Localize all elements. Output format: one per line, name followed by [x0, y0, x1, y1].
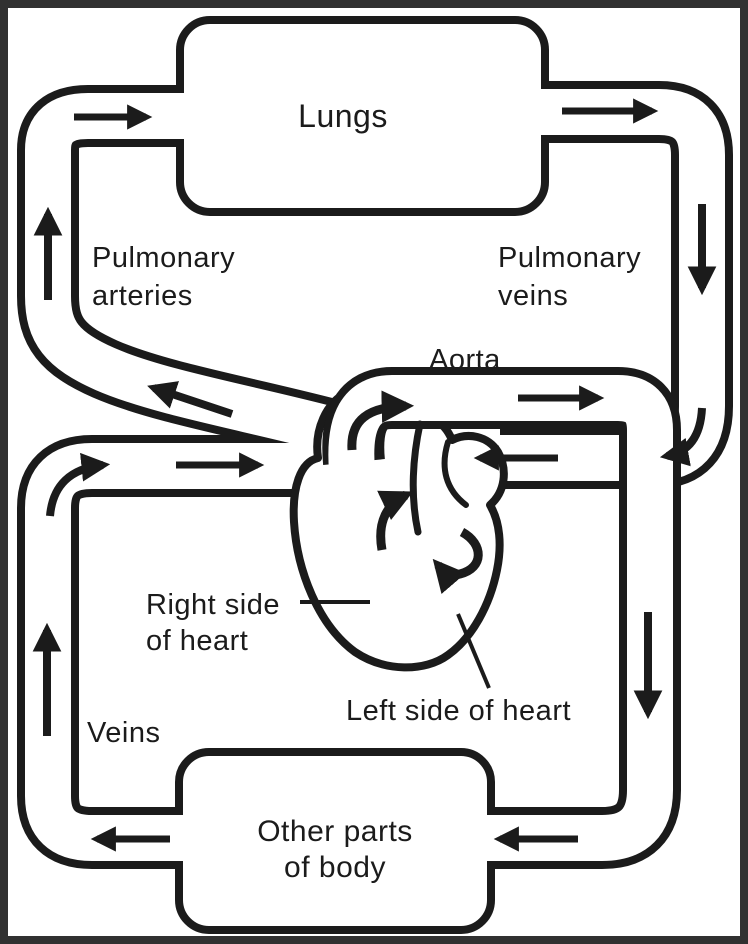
- lungs-label: Lungs: [298, 98, 388, 134]
- flow-arrow-curve-vein-junction-icon: [659, 407, 706, 467]
- left-heart-leader-line: [456, 613, 491, 689]
- pulmonary-veins-label-line1: Pulmonary: [498, 242, 641, 274]
- other-parts-label-line1: Other parts: [257, 815, 413, 848]
- pulmonary-arteries-label-line2: arteries: [92, 280, 193, 312]
- flow-arrow-left-atrium-hook-icon: [432, 528, 483, 594]
- aorta-label: Aorta: [429, 344, 501, 376]
- flow-arrow-curve-vein-corner-icon: [46, 452, 111, 517]
- veins-label: Veins: [87, 717, 160, 749]
- heart-atrium-line: [441, 439, 469, 508]
- right-heart-label-line2: of heart: [146, 625, 248, 657]
- pulmonary-arteries-label-line1: Pulmonary: [92, 242, 235, 274]
- pulmonary-veins-label-line2: veins: [498, 280, 568, 312]
- heart-septum-line: [409, 420, 424, 536]
- right-heart-label-line1: Right side: [146, 589, 280, 621]
- flow-arrow-right-ventricle-icon: [376, 490, 414, 551]
- flow-arrow-heart-to-aorta-icon: [347, 390, 415, 451]
- other-parts-label-line2: of body: [284, 851, 386, 884]
- left-heart-label: Left side of heart: [346, 695, 571, 727]
- flow-arrow-diagonal-pulmonary-artery-icon: [147, 381, 234, 418]
- pulmonary-artery-tube-channel: [25, 93, 346, 455]
